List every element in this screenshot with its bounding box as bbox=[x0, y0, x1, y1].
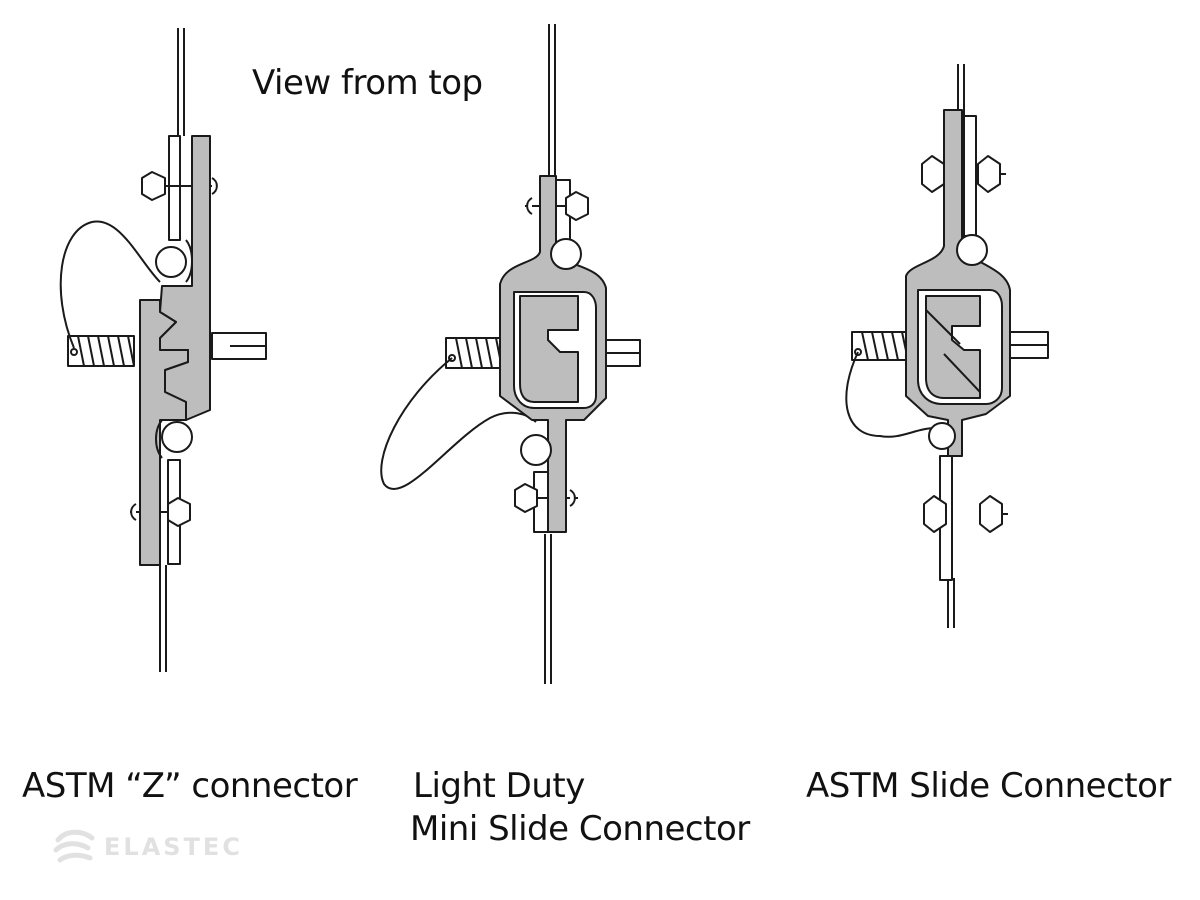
slide-lanyard-cord bbox=[845, 351, 937, 438]
slide-connector-drawing bbox=[845, 64, 1049, 628]
slide-lower-rod bbox=[928, 422, 956, 450]
slide-diagonal-cut-upper bbox=[925, 309, 961, 345]
slide-spring-coils bbox=[861, 331, 919, 361]
mini-lower-rod bbox=[520, 434, 552, 466]
mini-upper-nut bbox=[565, 191, 589, 221]
brand-logo-icon bbox=[53, 829, 95, 863]
slide-upper-clamp-plate bbox=[963, 115, 977, 237]
mini-slide-drawing bbox=[380, 24, 641, 684]
slide-connector-caption: ASTM Slide Connector bbox=[806, 766, 1171, 806]
z-upper-bolt-head bbox=[211, 177, 218, 195]
z-connector-caption: ASTM “Z” connector bbox=[22, 766, 358, 806]
slide-lower-nut-left bbox=[923, 495, 947, 533]
slide-upper-rod bbox=[956, 234, 988, 266]
z-spring-coils bbox=[77, 335, 135, 367]
z-lower-bolt-head bbox=[130, 503, 137, 521]
z-upper-rod bbox=[155, 246, 187, 278]
z-lower-rod bbox=[161, 421, 193, 453]
slide-diagonal-cut-lower bbox=[943, 353, 981, 393]
slide-upper-nut-right bbox=[977, 155, 1001, 193]
z-connector-drawing bbox=[59, 28, 267, 672]
mini-lanyard-cord bbox=[380, 357, 537, 491]
mini-slide-caption-line2: Mini Slide Connector bbox=[410, 809, 750, 849]
view-from-top-label: View from top bbox=[252, 63, 483, 103]
mini-lower-bolt-head bbox=[569, 489, 576, 507]
z-upper-fabric-wrap bbox=[185, 239, 193, 283]
z-lower-arm bbox=[139, 299, 189, 566]
slide-upper-nut-left bbox=[921, 155, 945, 193]
mini-upper-bolt-head bbox=[526, 197, 533, 215]
z-lanyard-cord bbox=[59, 220, 161, 349]
mini-slide-caption-line1: Light Duty bbox=[413, 766, 585, 806]
z-lower-nut bbox=[167, 497, 191, 527]
slide-inner-slider bbox=[925, 295, 981, 399]
z-spring-pin-hole bbox=[70, 348, 78, 356]
mini-inner-slider bbox=[519, 295, 579, 403]
z-lower-fabric-wrap bbox=[155, 419, 163, 459]
mini-upper-rod bbox=[550, 238, 582, 270]
z-upper-arm bbox=[159, 135, 211, 421]
z-upper-clamp-plate bbox=[168, 135, 181, 241]
brand-logo: ELASTEC bbox=[52, 826, 242, 868]
mini-spring-coils bbox=[455, 337, 513, 369]
slide-lower-nut-right bbox=[979, 495, 1003, 533]
mini-lower-nut bbox=[514, 483, 538, 513]
brand-logo-text: ELASTEC bbox=[104, 833, 243, 861]
z-upper-nut bbox=[141, 171, 166, 201]
